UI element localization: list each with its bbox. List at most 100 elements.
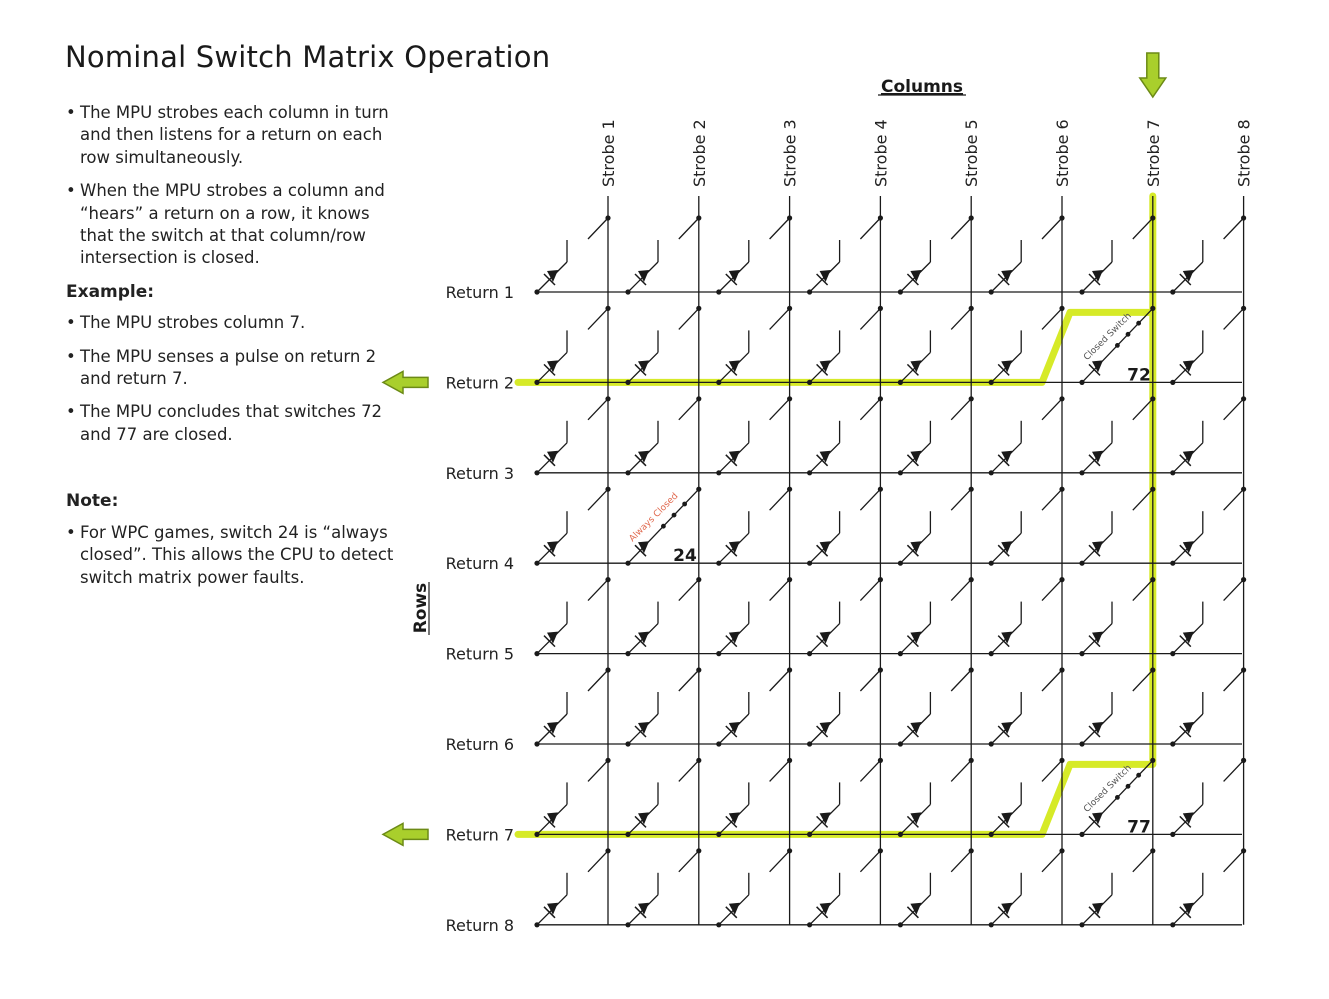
diode: [1182, 270, 1194, 282]
open-switch: [897, 577, 974, 657]
column-label: Strobe 3: [781, 119, 800, 187]
open-switch: [716, 396, 793, 476]
open-switch: [897, 757, 974, 838]
diode: [547, 541, 558, 554]
diode: [1092, 631, 1103, 644]
open-switch: [807, 667, 884, 747]
switch-number: 77: [1127, 817, 1151, 837]
contact-dot: [1115, 795, 1120, 800]
diode: [910, 722, 922, 734]
diode: [638, 902, 649, 915]
example-bullet-1: The MPU strobes column 7.: [66, 312, 402, 335]
open-switch: [988, 215, 1065, 295]
open-switch: [625, 215, 702, 295]
diode: [819, 450, 831, 463]
open-switch: [1079, 215, 1156, 295]
open-switch: [534, 577, 611, 657]
row-label: Return 2: [446, 373, 514, 392]
diode: [547, 902, 558, 915]
open-switch: [1079, 577, 1156, 657]
open-switch: [1170, 667, 1247, 747]
column-label: Strobe 4: [871, 119, 890, 187]
diode: [1182, 541, 1194, 554]
closed-switch: [1079, 305, 1156, 385]
open-switch: [1170, 757, 1247, 838]
open-switch: [534, 215, 611, 295]
contact-dot: [682, 501, 688, 507]
return-highlight-7: [514, 760, 1157, 838]
example-bullet-3: The MPU concludes that switches 72 and 7…: [66, 401, 402, 446]
diode: [728, 450, 740, 463]
note-heading: Note:: [66, 491, 119, 512]
open-switch: [716, 486, 793, 566]
diode: [728, 541, 740, 554]
open-switch: [897, 215, 974, 295]
contact-dot: [661, 523, 666, 529]
diode: [1182, 902, 1194, 915]
return-highlight-2: [514, 308, 1157, 386]
switch-number: 24: [673, 546, 697, 566]
diode: [819, 902, 831, 915]
diode: [910, 541, 922, 554]
diode: [728, 812, 740, 825]
diode: [638, 631, 649, 644]
intro-bullet-1: The MPU strobes each column in turn and …: [66, 102, 402, 169]
open-switch: [625, 305, 702, 385]
open-switch: [807, 305, 884, 385]
open-switch: [1079, 667, 1156, 747]
open-switch: [897, 305, 974, 385]
diode: [910, 360, 922, 373]
row-label: Return 6: [446, 735, 514, 754]
open-switch: [807, 848, 884, 928]
diode: [1001, 360, 1013, 373]
diode: [910, 902, 922, 915]
switch-number: 72: [1127, 365, 1151, 385]
diode: [1092, 722, 1103, 734]
open-switch: [988, 396, 1065, 476]
diode: [1092, 541, 1103, 554]
open-switch: [1170, 486, 1247, 566]
open-switch: [534, 486, 611, 566]
open-switch: [897, 848, 974, 928]
return-arrow-icon: [381, 370, 429, 395]
open-switch: [534, 667, 611, 747]
diode: [547, 270, 558, 282]
explanation-panel: The MPU strobes each column in turn and …: [66, 102, 402, 600]
diode: [910, 450, 922, 463]
intro-list: The MPU strobes each column in turn and …: [66, 102, 402, 270]
open-switch: [1170, 577, 1247, 657]
open-switch: [1170, 848, 1247, 928]
diode: [1182, 360, 1194, 373]
contact-dot: [1136, 772, 1142, 778]
open-switch: [1079, 486, 1156, 566]
diode: [1182, 812, 1194, 825]
matrix-wires: [534, 196, 1247, 928]
open-switch: [1170, 396, 1247, 476]
diode: [1001, 450, 1013, 463]
note-list: For WPC games, switch 24 is “always clos…: [66, 522, 402, 589]
diode: [1092, 812, 1103, 825]
open-switch: [1079, 396, 1156, 476]
column-label: Strobe 7: [1144, 119, 1163, 187]
diode: [1001, 270, 1013, 282]
open-switch: [897, 396, 974, 476]
rows-heading: Rows: [411, 583, 431, 634]
open-switch: [534, 848, 611, 928]
diode: [1001, 631, 1013, 644]
open-switch: [988, 305, 1065, 385]
diode: [910, 812, 922, 825]
diode: [910, 270, 922, 282]
contact-dot: [1125, 783, 1131, 789]
row-label: Return 7: [446, 825, 514, 844]
open-switch: [716, 305, 793, 385]
diode: [638, 450, 649, 463]
diode: [819, 270, 831, 282]
closed-switch: [1079, 757, 1156, 838]
open-switch: [988, 667, 1065, 747]
contact-dot: [1136, 320, 1142, 326]
open-switch: [534, 305, 611, 385]
open-switch: [897, 486, 974, 566]
open-switch: [897, 667, 974, 747]
